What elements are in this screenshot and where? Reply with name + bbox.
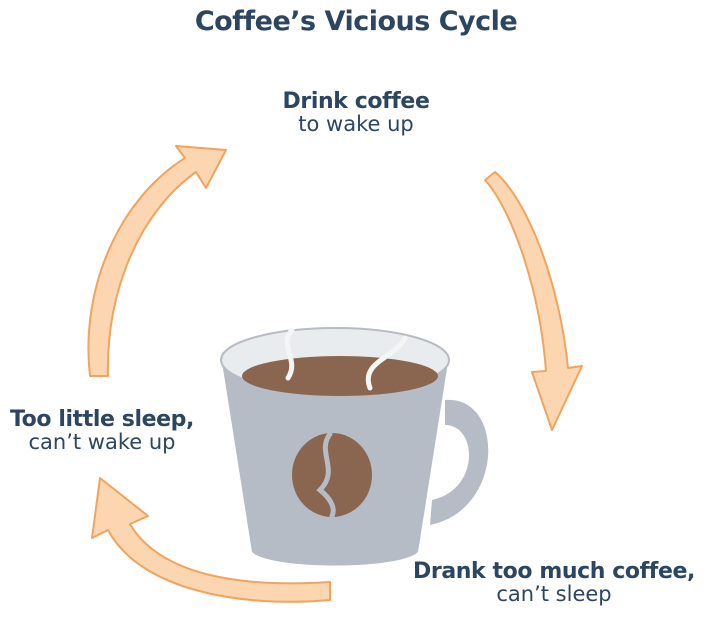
steam-icon xyxy=(284,327,295,381)
cycle-step-drink-coffee: Drink coffee to wake up xyxy=(236,90,476,135)
arrow-top-to-right xyxy=(484,171,583,431)
mug-handle xyxy=(430,399,489,525)
cycle-step-too-much-coffee: Drank too much coffee, can’t sleep xyxy=(396,560,712,605)
diagram-title: Coffee’s Vicious Cycle xyxy=(194,6,518,37)
coffee-bean-icon xyxy=(292,433,372,517)
step-too-much-coffee-text: can’t sleep xyxy=(496,582,612,607)
steam-icon xyxy=(365,335,408,391)
coffee-surface xyxy=(242,356,438,396)
step-drink-coffee-heading: Drink coffee xyxy=(282,89,430,114)
arrow-right-to-left xyxy=(91,477,331,603)
step-too-little-sleep-text: can’t wake up xyxy=(28,430,176,455)
coffee-bean-crease xyxy=(316,431,336,519)
step-drink-coffee-text: to wake up xyxy=(298,112,414,137)
arrow-left-to-top xyxy=(87,145,227,377)
step-too-much-coffee-heading: Drank too much coffee, xyxy=(413,559,695,584)
cycle-step-too-little-sleep: Too little sleep, can’t wake up xyxy=(0,408,204,453)
step-too-little-sleep-heading: Too little sleep, xyxy=(10,407,194,432)
coffee-mug xyxy=(220,327,489,566)
